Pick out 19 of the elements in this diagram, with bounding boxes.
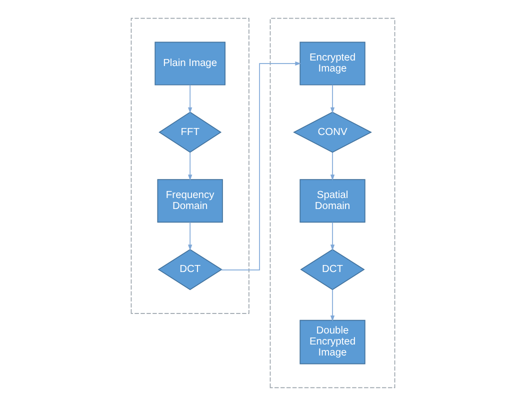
cluster [269, 18, 395, 388]
arrow [330, 289, 334, 322]
cluster [130, 18, 249, 314]
node-box: Encrypted Image [299, 42, 365, 86]
node-diamond: CONV [292, 112, 372, 153]
node-diamond: DCT [300, 248, 364, 290]
node-box: Frequency Domain [156, 179, 222, 223]
arrow [187, 152, 192, 181]
node-diamond: DCT [157, 248, 222, 290]
node-box: Plain Image [154, 42, 225, 86]
arrow [330, 84, 334, 114]
node-box: Double Encrypted Image [299, 320, 365, 364]
arrow [187, 84, 192, 114]
arrow [220, 61, 301, 270]
node-diamond: FFT [158, 112, 222, 153]
arrow [187, 222, 192, 251]
node-box: Spatial Domain [299, 179, 365, 223]
arrow [330, 222, 334, 251]
arrow [330, 152, 334, 181]
